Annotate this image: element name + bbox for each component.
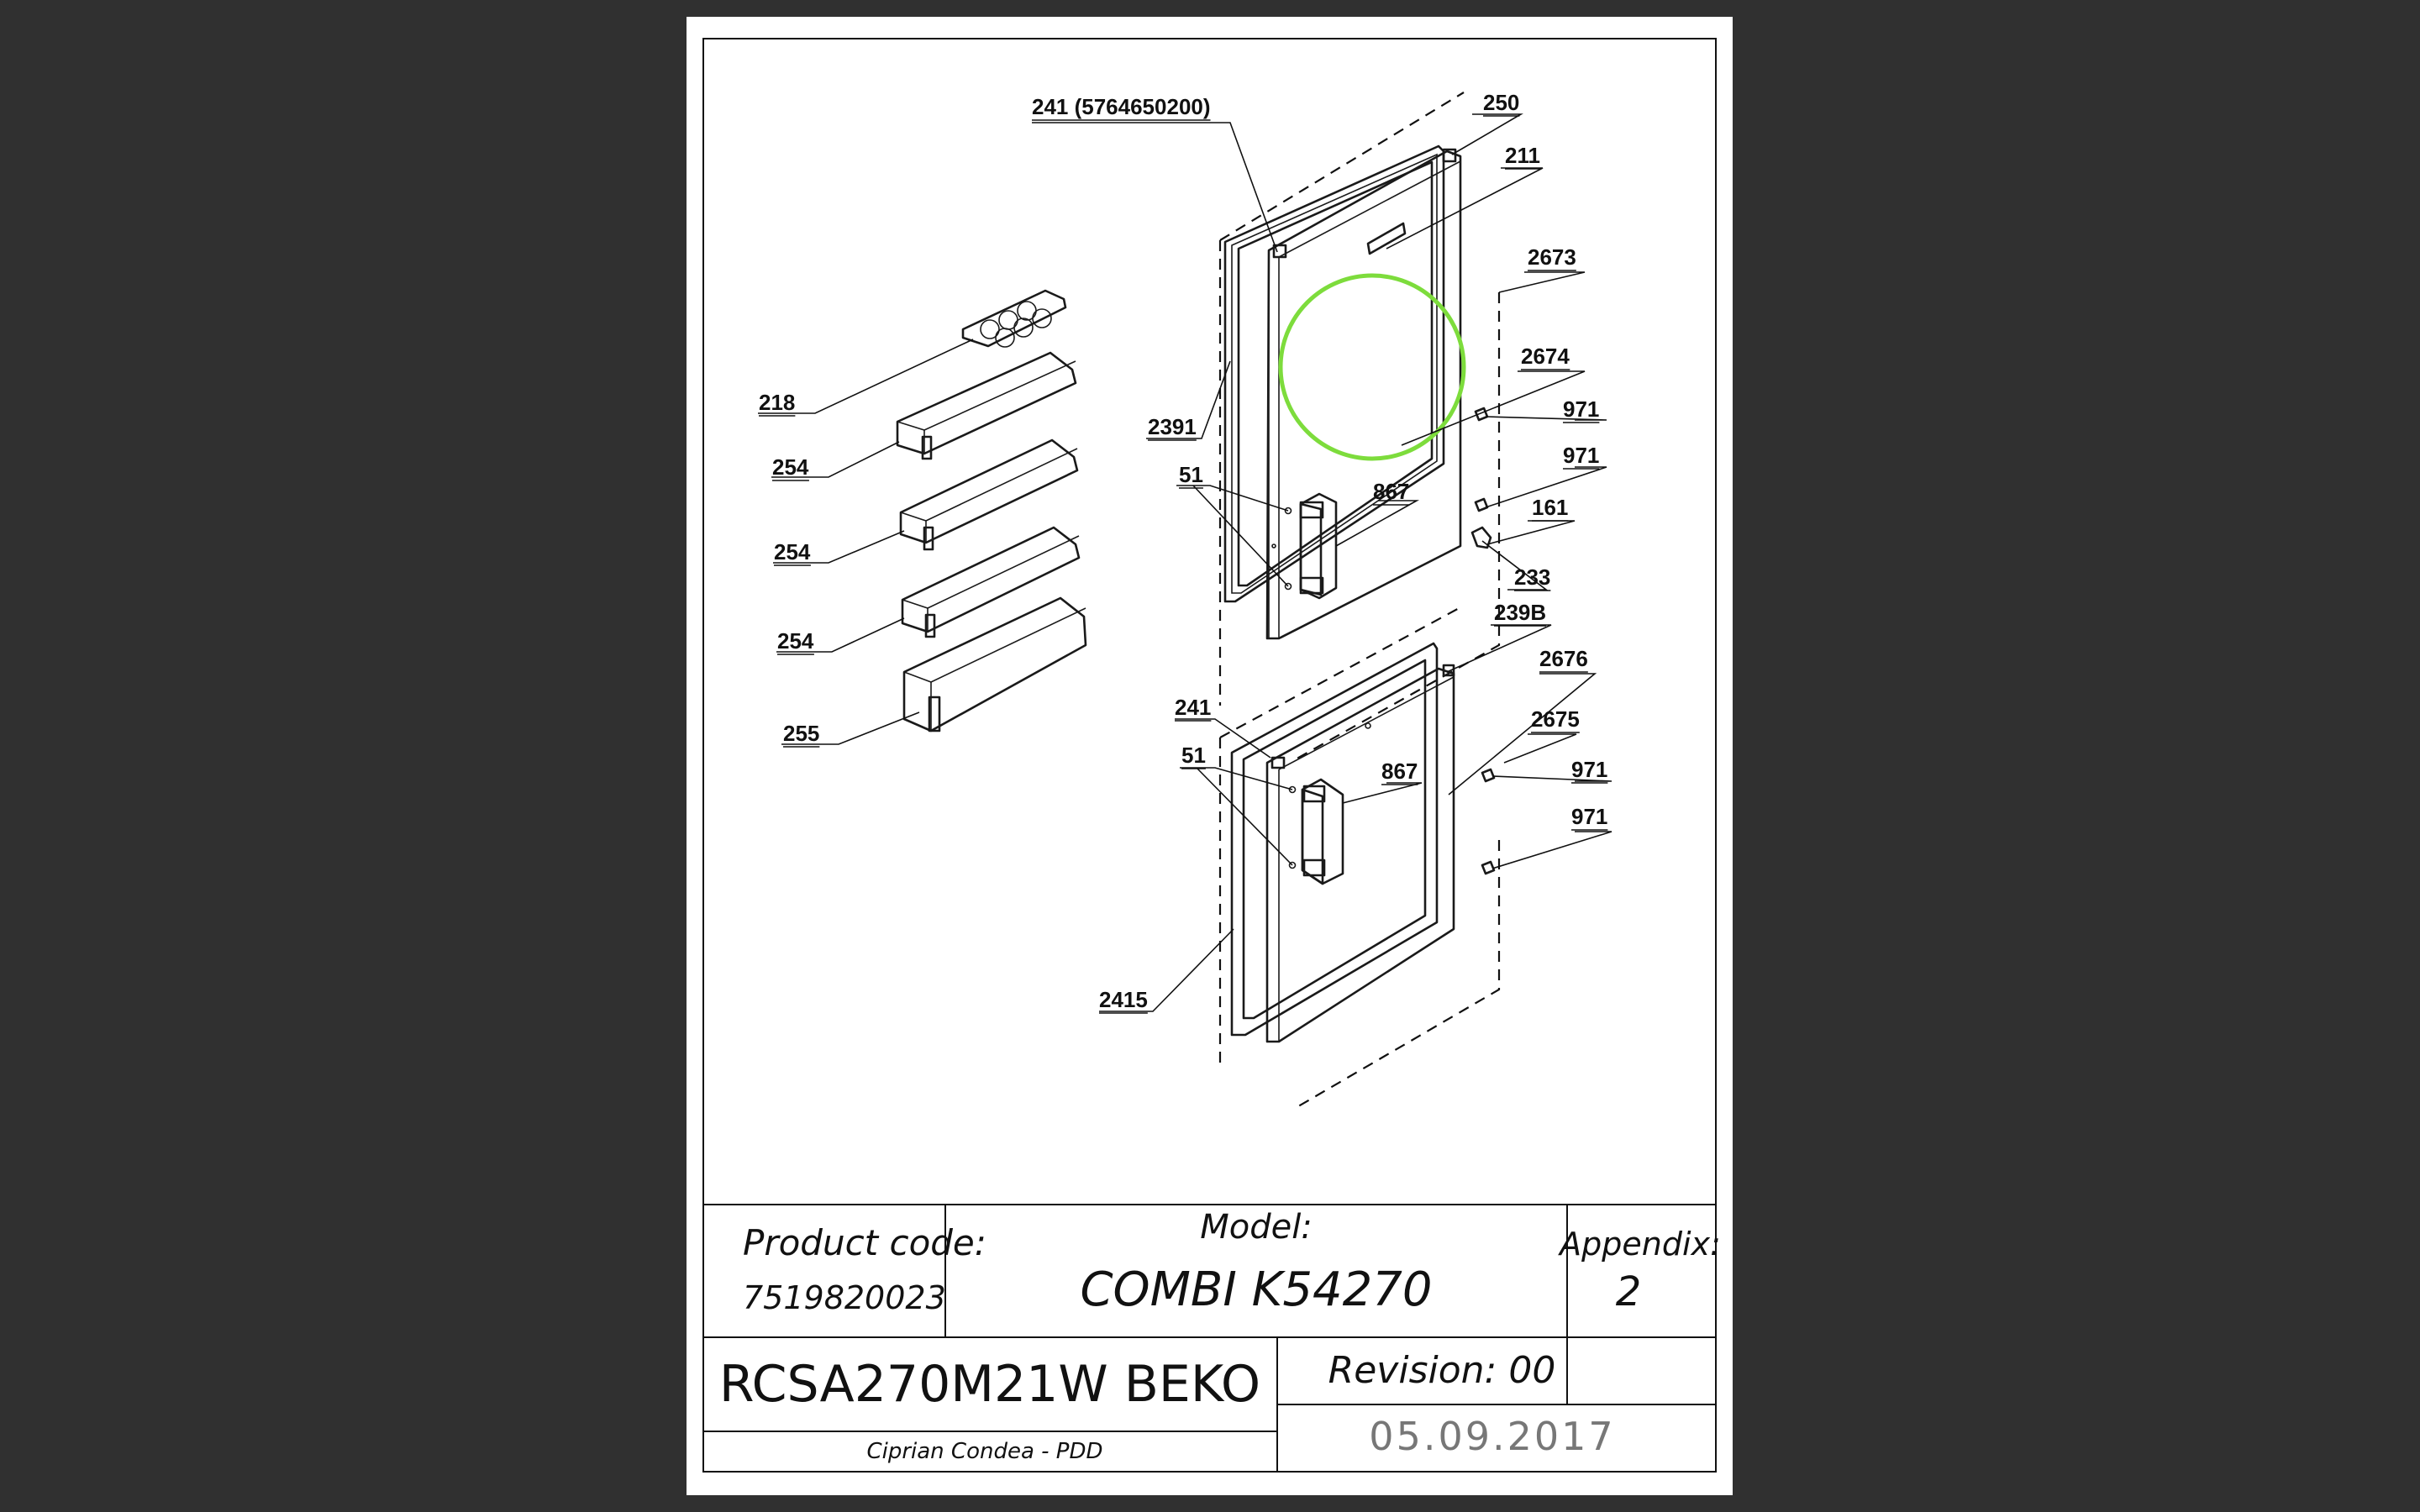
callout-2674: 2674 xyxy=(1521,344,1570,369)
lower-door-assembly xyxy=(1218,606,1501,1110)
callout-971-b: 971 xyxy=(1563,443,1599,468)
appendix-label: Appendix: xyxy=(1557,1226,1721,1263)
callout-971-a: 971 xyxy=(1563,396,1599,422)
callout-250: 250 xyxy=(1483,90,1519,115)
highlight-circle xyxy=(1278,273,1466,461)
callout-254-a: 254 xyxy=(772,454,809,480)
door-shelf-254-2 xyxy=(899,438,1079,551)
callout-161: 161 xyxy=(1532,495,1568,520)
callout-2676: 2676 xyxy=(1539,646,1588,671)
door-shelf-254-3 xyxy=(901,526,1081,638)
callout-254-b: 254 xyxy=(774,539,811,564)
callout-2415: 2415 xyxy=(1099,987,1148,1012)
designation: RCSA270M21W BEKO xyxy=(719,1355,1260,1414)
callout-239B: 239B xyxy=(1494,600,1546,625)
callout-2673: 2673 xyxy=(1528,244,1576,270)
callout-leaders xyxy=(758,113,1612,1012)
callout-867-top: 867 xyxy=(1373,479,1409,504)
drawing-frame xyxy=(702,38,1717,1473)
callout-51-top: 51 xyxy=(1179,462,1203,487)
upper-door-assembly xyxy=(1218,92,1501,761)
door-shelf-254-1 xyxy=(896,351,1077,460)
callout-2391: 2391 xyxy=(1148,414,1197,439)
appendix-number: 2 xyxy=(1616,1268,1642,1315)
callout-51-bot: 51 xyxy=(1181,743,1206,768)
callout-971-c: 971 xyxy=(1571,757,1607,782)
bottle-shelf-255 xyxy=(902,596,1087,732)
product-code: 7519820023 xyxy=(743,1279,946,1316)
callout-971-d: 971 xyxy=(1571,804,1607,829)
callout-241-bot: 241 xyxy=(1175,695,1211,720)
drawing-sheet xyxy=(687,17,1733,1495)
egg-tray-218 xyxy=(961,289,1067,348)
date: 05.09.2017 xyxy=(1369,1414,1615,1459)
model-label: Model: xyxy=(1200,1208,1313,1247)
callout-211: 211 xyxy=(1505,143,1540,168)
author: Ciprian Condea - PDD xyxy=(866,1439,1102,1464)
callout-2675: 2675 xyxy=(1531,706,1580,732)
callout-255: 255 xyxy=(783,721,819,746)
callout-254-c: 254 xyxy=(777,628,814,654)
title-block xyxy=(703,1204,1716,1472)
model-name: COMBI K54270 xyxy=(1080,1263,1432,1317)
revision: Revision: 00 xyxy=(1328,1349,1556,1392)
product-code-label: Product code: xyxy=(743,1222,986,1263)
callout-233: 233 xyxy=(1514,564,1550,590)
callout-241-top: 241 (5764650200) xyxy=(1032,94,1211,119)
callout-218: 218 xyxy=(759,390,795,415)
callout-867-bot: 867 xyxy=(1381,759,1418,784)
